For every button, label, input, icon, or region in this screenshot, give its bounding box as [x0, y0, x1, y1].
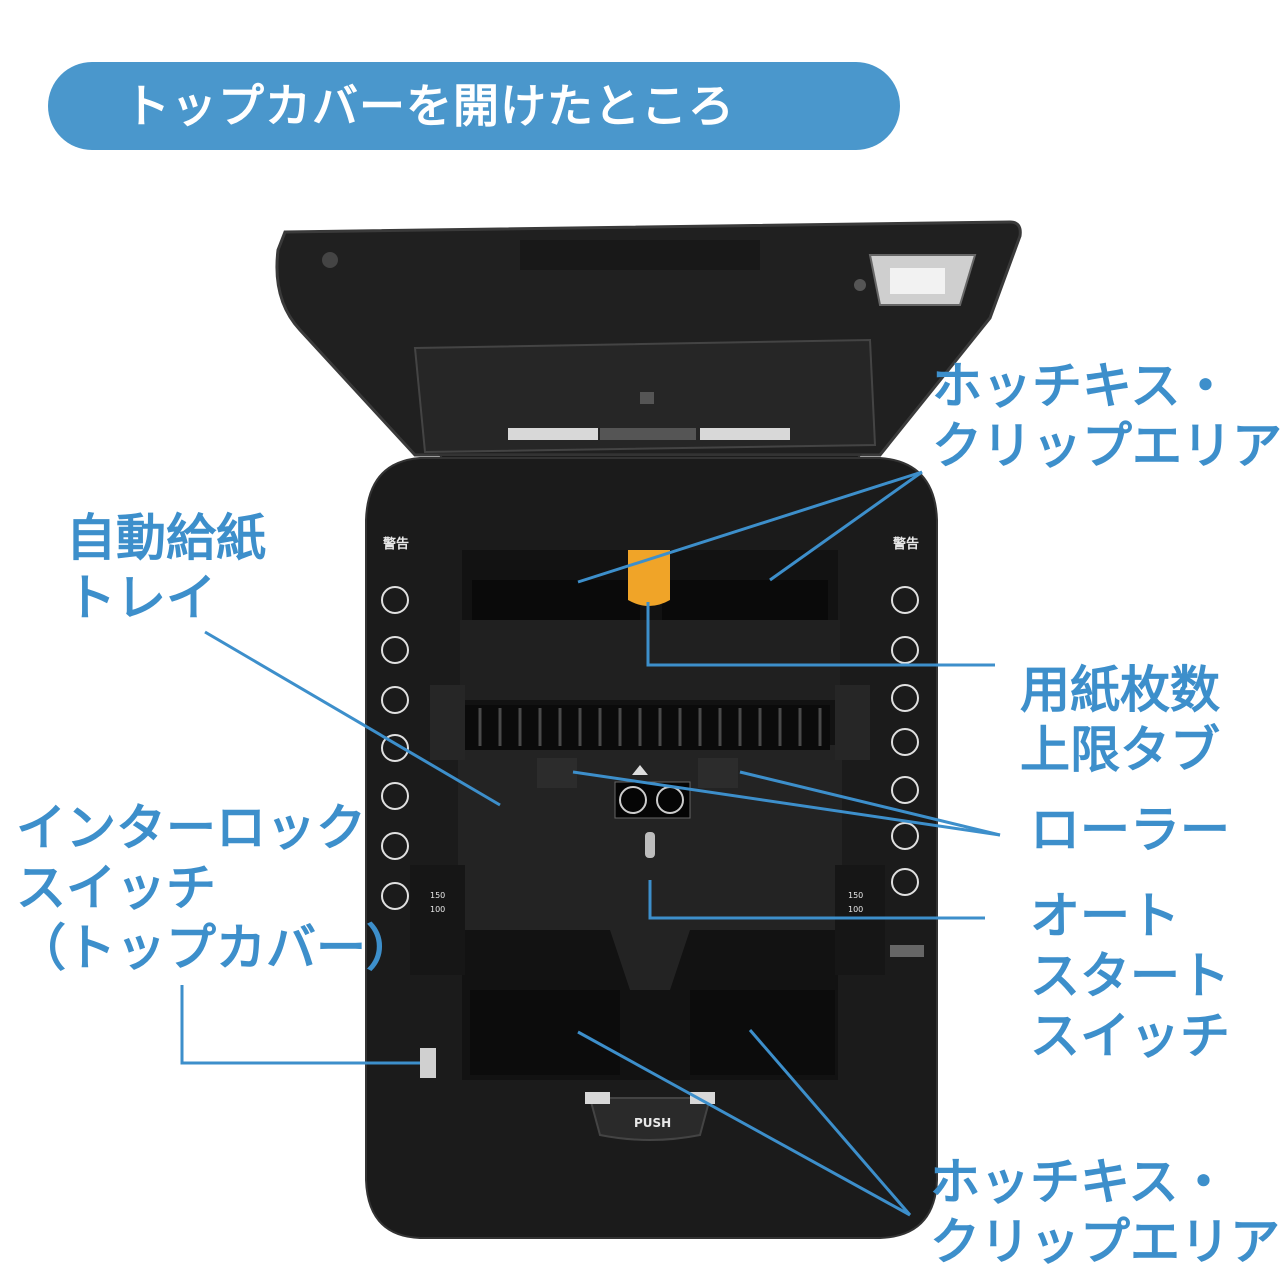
page-title: トップカバーを開けたところ: [48, 62, 900, 150]
scale-high-label: 150: [848, 891, 863, 900]
callout-auto-start-switch: オート スタート スイッチ: [1030, 887, 1230, 1065]
callout-staple-area-bottom: ホッチキス・ クリップエリア: [930, 1153, 1280, 1271]
warning-right-label: 警告: [893, 536, 919, 552]
callout-interlock-switch: インターロック スイッチ （トップカバー）: [16, 799, 416, 977]
push-label: PUSH: [634, 1116, 671, 1130]
callout-staple-area-top: ホッチキス・ クリップエリア: [932, 357, 1280, 475]
callout-lines: [180, 470, 1001, 1217]
scale-low-left-label: 100: [430, 905, 445, 914]
warning-left-label: 警告: [383, 536, 409, 552]
callout-roller: ローラー: [1030, 801, 1230, 859]
shredder-body: [365, 457, 938, 1239]
callout-auto-feed-tray: 自動給紙 トレイ: [66, 509, 266, 627]
scale-low-label: 100: [848, 905, 863, 914]
callout-paper-limit-tab: 用紙枚数 上限タブ: [1020, 661, 1220, 779]
scale-high-left-label: 150: [430, 891, 445, 900]
